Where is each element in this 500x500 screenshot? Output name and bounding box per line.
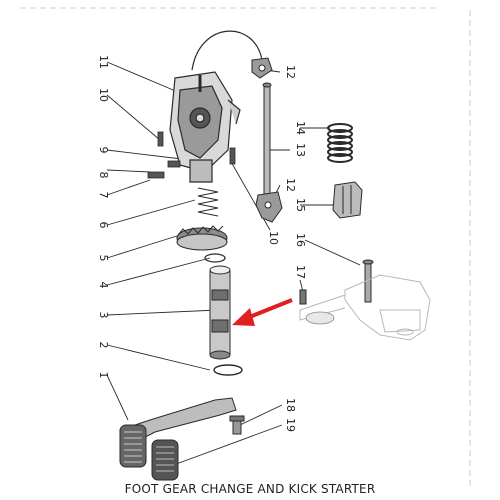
selector-fork-12b [255,191,283,223]
callout-c5: 5 [97,255,110,262]
bolt-18 [229,415,245,435]
callout-c3: 3 [97,312,110,319]
bolt-7 [147,171,165,179]
foot-rubber-19 [151,439,179,481]
pin-17 [299,289,307,305]
kickstart-shaft-3 [209,265,231,360]
cam-plate [305,311,335,325]
callout-c1: 1 [97,372,110,379]
callout-c17: 17 [294,265,307,279]
callout-c14: 14 [294,121,307,135]
callout-c13: 13 [294,143,307,157]
washer-2 [213,364,243,376]
selector-rod-13 [262,82,272,196]
callout-c15: 15 [294,198,307,212]
small-pins [147,131,236,179]
callout-c18: 18 [284,398,297,412]
gear-change-mechanism [169,71,241,183]
pin-10b [229,147,236,165]
callout-c16: 16 [294,233,307,247]
callout-c12b: 12 [284,178,297,192]
callout-c4: 4 [97,282,110,289]
callout-c2: 2 [97,342,110,349]
selector-fork-12a [251,57,273,79]
pin-10 [157,131,164,147]
highlight-arrow [232,298,293,326]
callout-c6: 6 [97,222,110,229]
callout-c10a: 10 [97,88,110,102]
rod-16 [362,259,374,303]
spring-14 [327,123,353,163]
callout-c10b: 10 [267,231,280,245]
circlip-4 [204,253,226,263]
spring-small [167,160,181,168]
callout-c11: 11 [97,55,110,69]
ratchet-gear-5 [176,225,228,251]
callout-c8: 8 [97,172,110,179]
callout-c9: 9 [97,147,110,154]
spring-6 [197,187,219,217]
callout-c7: 7 [97,192,110,199]
kickstart-lever-1 [119,397,237,468]
callout-c19: 19 [284,418,297,432]
cable-arc [191,30,263,71]
callout-c12a: 12 [284,65,297,79]
bracket-15 [332,181,363,219]
diagram-title: FOOT GEAR CHANGE AND KICK STARTER [124,482,376,496]
